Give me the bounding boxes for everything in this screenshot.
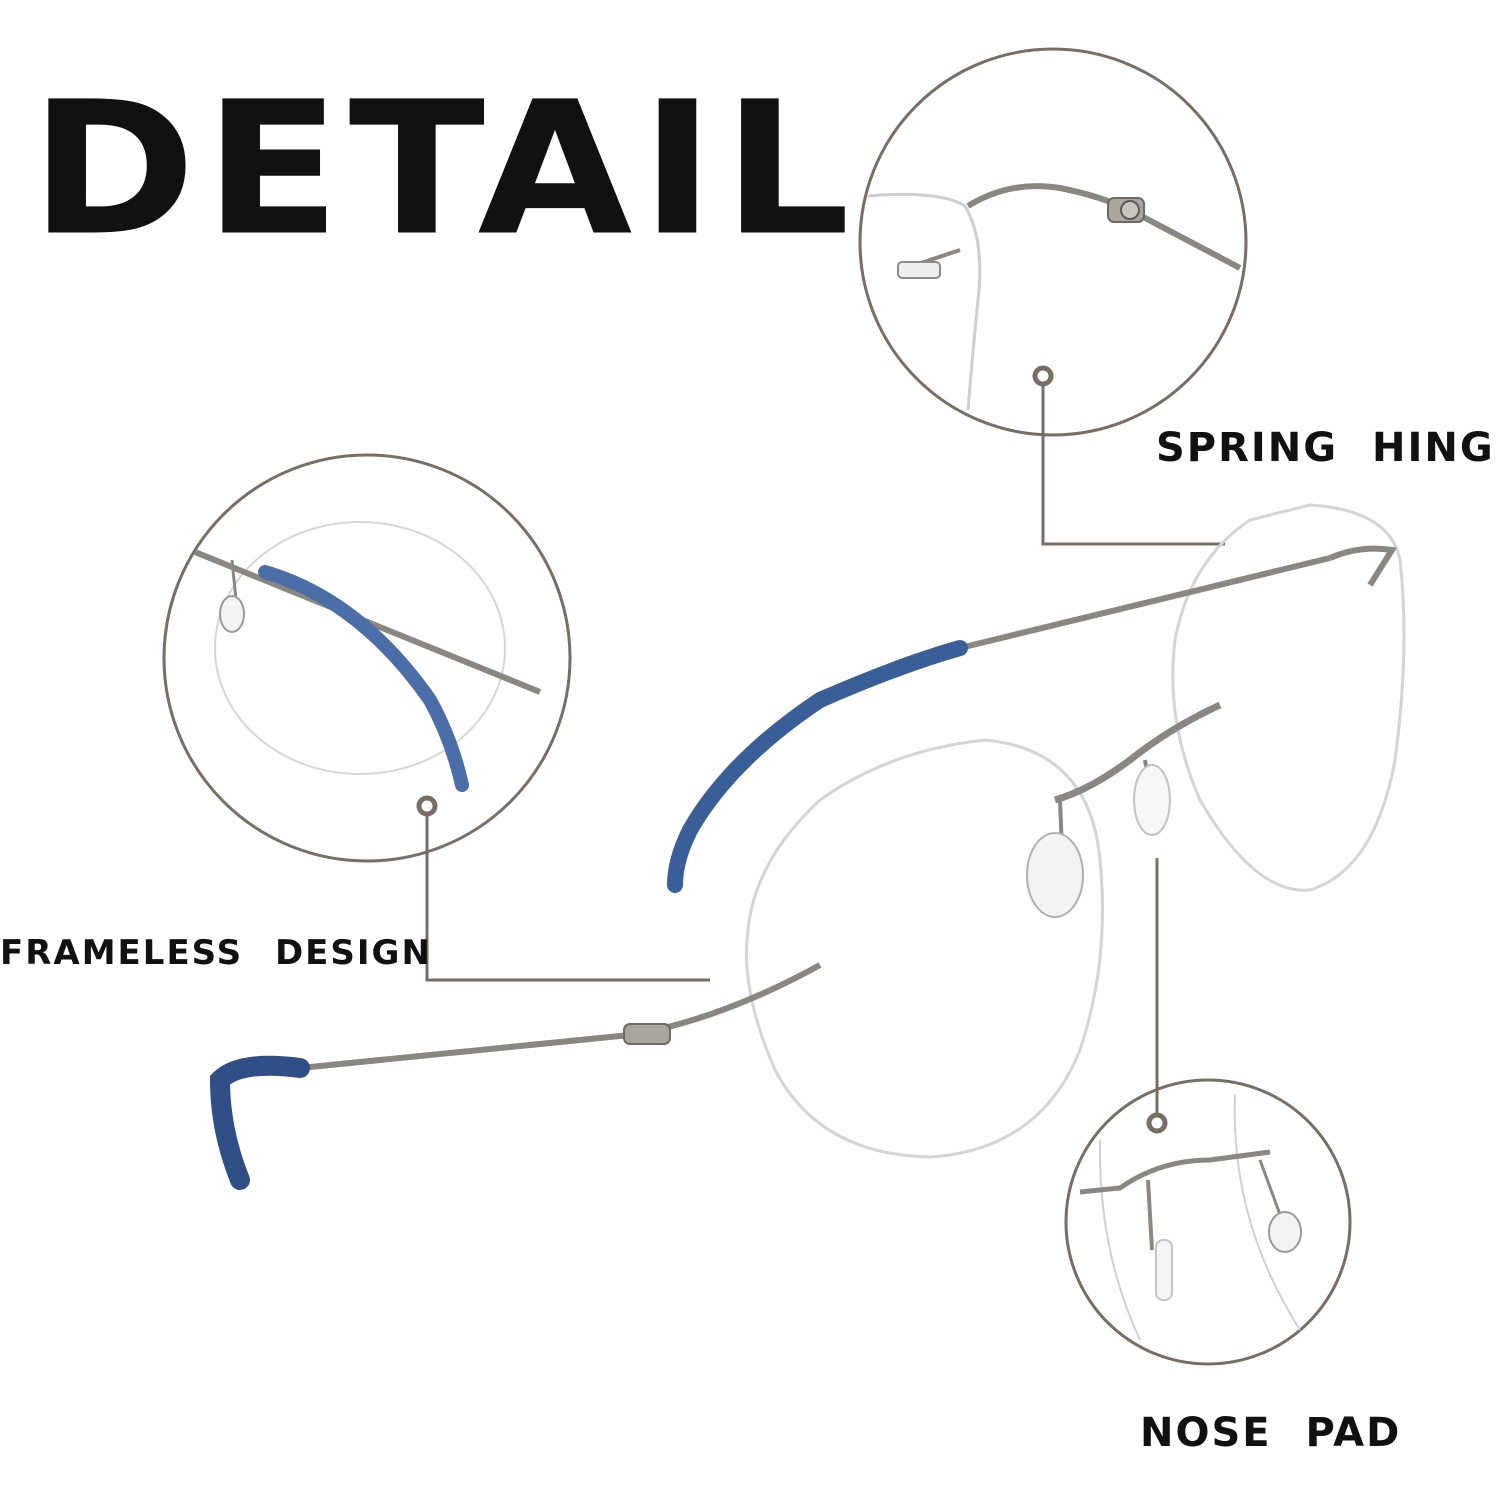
page-title: DETAIL [30, 62, 859, 277]
frameless-design-label: FRAMELESS DESIGN [0, 933, 432, 973]
frameless-design-detail-circle [162, 453, 572, 863]
nose-pad-detail-circle [1064, 1078, 1352, 1366]
spring-hinge-label: SPRING HINGE [1156, 425, 1497, 471]
rimless-eyeglasses [209, 503, 1406, 1190]
connector-lines [425, 383, 1225, 1120]
spring-hinge-detail-circle [858, 47, 1248, 437]
connector-dots [416, 365, 1168, 1134]
nose-pad-label: NOSE PAD [1140, 1410, 1402, 1456]
